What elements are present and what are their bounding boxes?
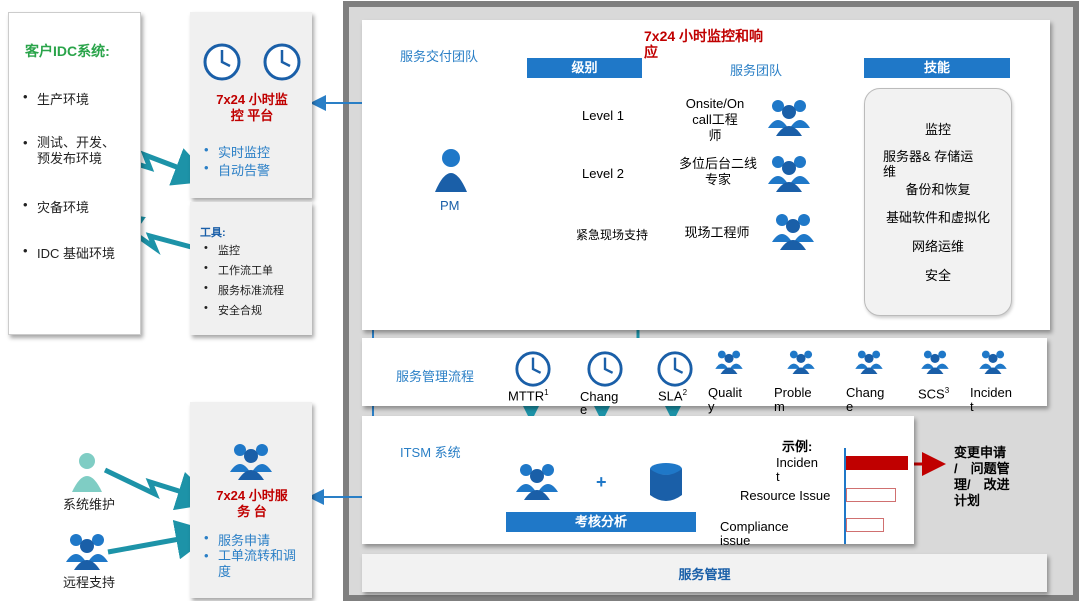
- example-axis: [844, 448, 846, 544]
- level-2: Level 2: [582, 166, 624, 181]
- process-mttr-sup: 1: [544, 388, 549, 397]
- delivery-team-label: 服务交付团队: [400, 49, 479, 64]
- level-emergency: 紧急现场支持: [576, 228, 649, 242]
- pm-label: PM: [440, 198, 460, 213]
- team-icon: [855, 350, 883, 375]
- customer-idc-panel: 客户IDC系统: 生产环境 测试、开发、 预发布环境 灾备环境 IDC 基础环境: [8, 12, 141, 335]
- delivery-team-panel: 服务交付团队 7x24 小时监控和响 应 PM 级别 服务团队 技能 Level…: [362, 20, 1050, 330]
- team-backline: 多位后台二线 专家: [678, 156, 757, 187]
- clock-icon: [263, 43, 301, 81]
- customer-idc-title: 客户IDC系统:: [25, 43, 110, 59]
- person-icon: [72, 453, 102, 492]
- example-compliance: Compliance issue: [720, 519, 789, 548]
- tool-item-workflow: 工作流工单: [204, 262, 273, 278]
- clock-icon: [587, 351, 623, 387]
- process-label: 服务管理流程: [396, 369, 475, 384]
- tool-item-security: 安全合规: [204, 302, 262, 318]
- clock-icon: [657, 351, 693, 387]
- example-resource: Resource Issue: [740, 488, 831, 503]
- clock-icon: [515, 351, 551, 387]
- monitor-platform-title: 7x24 小时监 控 平台: [216, 92, 288, 123]
- team-icon: [768, 156, 810, 192]
- itsm-label: ITSM 系统: [400, 445, 461, 460]
- skill-backup: 备份和恢复: [905, 182, 971, 197]
- example-title: 示例:: [782, 439, 813, 454]
- process-scs: SCS3: [918, 386, 949, 401]
- team-icon: [921, 350, 949, 375]
- process-sla: SLA2: [658, 388, 687, 403]
- lightning-arrow-3: [103, 467, 218, 511]
- process-incident: Inciden t: [970, 385, 1012, 414]
- example-bar-incident: [846, 456, 908, 470]
- straight-arrow-remote: [107, 519, 216, 560]
- service-desk-item-request: 服务申请: [204, 530, 270, 549]
- process-sla-sup: 2: [682, 388, 688, 397]
- team-onsite: Onsite/On call工程 师: [685, 96, 745, 143]
- team-header: 服务团队: [730, 63, 783, 78]
- service-desk-title: 7x24 小时服 务 台: [216, 488, 288, 519]
- skill-server-storage: 服务器& 存储运 维: [883, 149, 974, 179]
- itsm-panel: ITSM 系统 + 考核分析 示例: Inciden t Resource Is…: [362, 416, 914, 548]
- customer-item-dr: 灾备环境: [23, 197, 89, 216]
- database-icon: [650, 463, 682, 501]
- footer-panel: 服务管理: [362, 554, 1047, 592]
- delivery-headline: 7x24 小时监控和响 应: [644, 28, 764, 60]
- process-sla-text: SLA: [658, 388, 683, 404]
- skill-network: 网络运维: [911, 239, 964, 254]
- monitor-item-realtime: 实时监控: [204, 142, 270, 161]
- plus-sign: +: [596, 472, 607, 492]
- process-scs-text: SCS: [918, 386, 945, 402]
- footer-label: 服务管理: [678, 567, 731, 582]
- tool-item-monitor: 监控: [204, 242, 240, 258]
- team-icon: [772, 214, 814, 250]
- team-icon: [230, 444, 272, 480]
- process-problem: Proble m: [774, 385, 812, 414]
- clock-icon: [203, 43, 241, 81]
- team-icon: [715, 350, 743, 375]
- level-1: Level 1: [582, 108, 624, 123]
- service-desk-item-dispatch: 工单流转和调 度: [204, 548, 296, 580]
- example-bar-compliance: [846, 518, 884, 532]
- monitor-platform-panel: 7x24 小时监 控 平台 实时监控 自动告警: [190, 12, 312, 198]
- level-header: 级别: [527, 58, 642, 78]
- example-bar-resource: [846, 488, 896, 502]
- process-change-2: Chang e: [846, 385, 885, 414]
- tools-title: 工具:: [200, 227, 226, 239]
- skill-monitoring: 监控: [924, 122, 951, 137]
- example-incident: Inciden t: [776, 455, 818, 484]
- process-panel: 服务管理流程 MTTR1 Chang e SLA2 Qualit y Probl…: [362, 338, 1047, 416]
- analysis-bar: 考核分析: [506, 512, 696, 532]
- remote-support-label: 远程支持: [62, 575, 115, 590]
- customer-item-infra: IDC 基础环境: [23, 243, 115, 262]
- team-icon: [66, 534, 108, 570]
- team-icon: [979, 350, 1007, 375]
- customer-item-production: 生产环境: [23, 89, 89, 108]
- process-quality: Qualit y: [708, 385, 742, 414]
- maintenance-label: 系统维护: [62, 497, 115, 512]
- person-icon: [435, 149, 467, 192]
- tool-item-process: 服务标准流程: [204, 282, 284, 298]
- team-icon: [768, 100, 810, 136]
- team-field: 现场工程师: [684, 225, 750, 240]
- skill-virtualization: 基础软件和虚拟化: [885, 210, 990, 225]
- team-icon: [787, 350, 815, 375]
- skills-box: 监控 服务器& 存储运 维 备份和恢复 基础软件和虚拟化 网络运维 安全: [864, 88, 1012, 316]
- tools-panel: 工具: 监控 工作流工单 服务标准流程 安全合规: [190, 202, 312, 335]
- monitor-item-alert: 自动告警: [204, 160, 270, 179]
- process-change-1: Chang e: [580, 389, 619, 417]
- skills-header: 技能: [864, 58, 1010, 78]
- process-scs-sup: 3: [944, 386, 950, 395]
- service-desk-panel: 7x24 小时服 务 台 服务申请 工单流转和调 度: [190, 402, 312, 598]
- result-text: 变更申请 / 问题管 理/ 改进 计划: [954, 445, 1010, 508]
- team-icon: [516, 464, 558, 500]
- customer-item-test: 测试、开发、 预发布环境: [23, 135, 115, 167]
- skill-security: 安全: [924, 268, 951, 283]
- process-mttr: MTTR1: [508, 388, 549, 403]
- process-mttr-text: MTTR: [508, 388, 545, 404]
